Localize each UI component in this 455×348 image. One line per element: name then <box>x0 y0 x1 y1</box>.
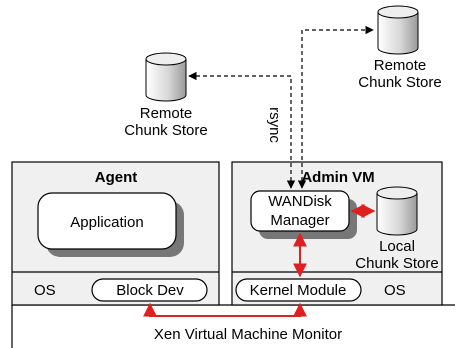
rsync-arrow-left <box>188 71 296 189</box>
block-dev-label: Block Dev <box>116 282 184 299</box>
vmm-label: Xen Virtual Machine Monitor <box>154 326 342 343</box>
admin-vm: Admin VM WANDisk Manager Local Chunk Sto… <box>231 161 443 306</box>
remote-store-right-icon <box>377 5 419 55</box>
application-label: Application <box>70 214 143 231</box>
remote-chunk-store-right: Remote Chunk Store <box>358 5 442 91</box>
agent-vm: Agent Application OS Block Dev <box>11 161 220 306</box>
remote-chunk-store-left: Remote Chunk Store <box>124 52 208 139</box>
rsync-paths: rsync <box>188 25 374 189</box>
admin-vm-title: Admin VM <box>301 169 374 186</box>
agent-title: Agent <box>95 169 138 186</box>
agent-os-label: OS <box>34 282 56 299</box>
block-dev-box <box>91 278 208 302</box>
remote-store-right-line1: Remote <box>374 57 427 74</box>
remote-store-left-line1: Remote <box>140 105 193 122</box>
wandisk-manager-box <box>250 190 350 232</box>
rsync-arrow-right <box>297 25 374 189</box>
remote-store-right-line2: Chunk Store <box>358 74 441 91</box>
kernel-module-label: Kernel Module <box>250 282 347 299</box>
vmm-bar: Xen Virtual Machine Monitor <box>11 304 455 348</box>
application-box <box>37 192 177 250</box>
data-path <box>143 204 376 317</box>
rsync-label: rsync <box>266 107 283 143</box>
wandisk-label-line1: WANDisk <box>268 193 332 210</box>
local-store-line2: Chunk Store <box>355 255 438 272</box>
local-store-line1: Local <box>379 238 415 255</box>
remote-store-left-icon <box>145 52 187 102</box>
remote-store-left-line2: Chunk Store <box>124 122 207 139</box>
admin-os-label: OS <box>384 282 406 299</box>
local-chunk-store-icon <box>376 186 418 236</box>
wandisk-label-line2: Manager <box>270 212 329 229</box>
blockdev-to-kernel-arrow <box>143 302 307 317</box>
kernel-module-box <box>235 278 362 302</box>
